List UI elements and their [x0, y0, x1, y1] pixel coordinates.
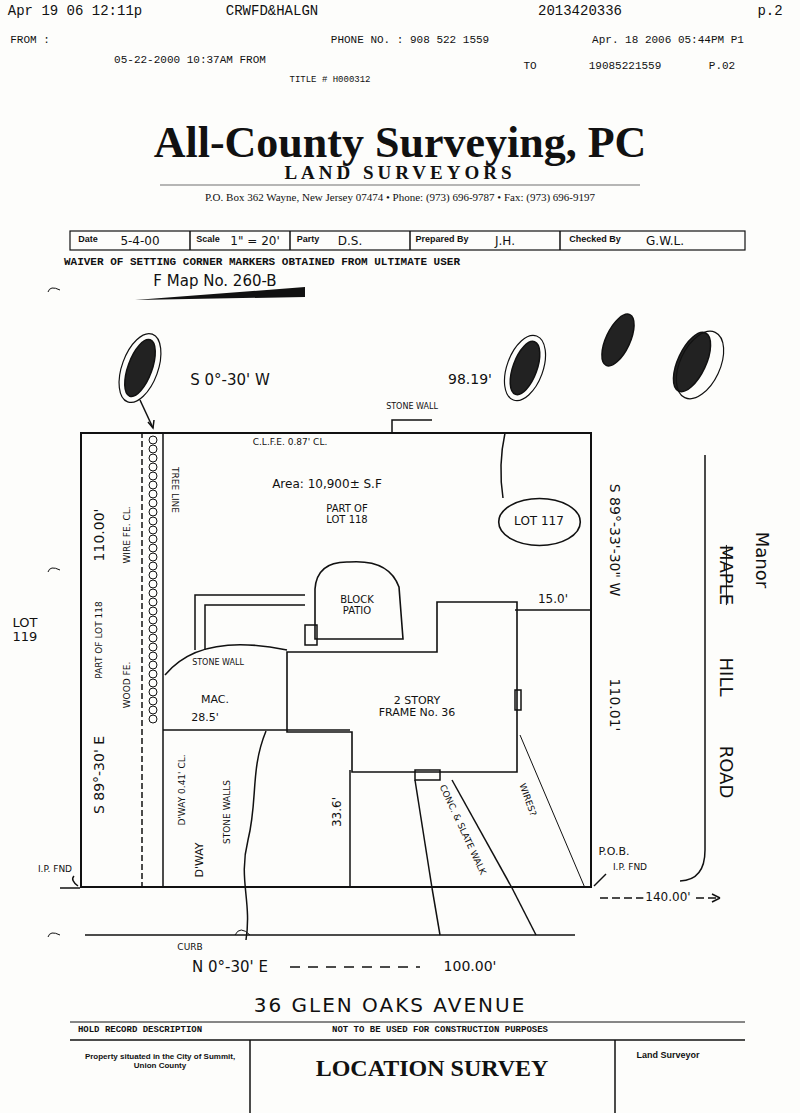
bearing: S 89°-33'-30" W [606, 484, 621, 596]
dimension: 100.00' [444, 959, 497, 974]
lot-callout: LOT 117 [497, 497, 582, 547]
bearing: S 0°-30' W [190, 372, 270, 389]
fax-header: 05-22-2000 10:37AM FROM [114, 54, 266, 66]
dimension: 98.19' [448, 372, 492, 387]
lot-boundary: Area: 10,900± S.FPART OF LOT 118BLOCK PA… [80, 432, 592, 888]
fax-header: TO [523, 60, 536, 72]
survey-note: HOLD RECORD DESCRIPTION [78, 1026, 202, 1036]
lot-label: PART OF LOT 118 [95, 601, 105, 678]
feature-label: MAC. [201, 694, 229, 706]
fax-header: Apr. 18 2006 05:44PM P1 [592, 34, 744, 46]
bearing: N 0°-30' E [192, 959, 268, 976]
dimension: 110.01' [606, 679, 621, 732]
street-name: Manor [752, 532, 772, 588]
table-heading: Checked By [569, 235, 621, 245]
company-address: P.O. Box 362 Wayne, New Jersey 07474 • P… [205, 191, 595, 203]
street-address: 36 GLEN OAKS AVENUE [254, 994, 527, 1016]
table-cell: 5-4-00 [120, 235, 159, 248]
map-reference: F Map No. 260-B [153, 273, 276, 290]
feature-label: D'WAY 0.41' CL. [178, 754, 188, 825]
node-text: PART OF LOT 118 [316, 503, 378, 525]
table-heading: Prepared By [415, 235, 468, 245]
survey-caption: LOCATION SURVEY [316, 1055, 549, 1081]
feature-label: I.P. FND [38, 865, 72, 875]
fax-header: P.02 [709, 60, 735, 72]
street-name: ROAD [716, 746, 736, 799]
dimension: 110.00' [92, 509, 107, 562]
fax-header: 19085221559 [589, 60, 662, 72]
feature-label: CURB [177, 943, 202, 953]
feature-label: WOOD FE. [123, 662, 133, 709]
feature-label: WIRE FE. CL. [123, 506, 133, 563]
node-text: 2 STORY FRAME No. 36 [377, 695, 457, 719]
node-outline [287, 602, 517, 772]
table-cell: J.H. [495, 235, 515, 248]
feature-label: STONE WALL [386, 403, 438, 412]
table-heading: Scale [196, 235, 220, 245]
node-text: BLOCK PATIO [327, 594, 387, 616]
dimension: 33.6' [331, 797, 344, 827]
dimension: 15.0' [538, 593, 568, 606]
feature-label: STONE WALLS [223, 780, 233, 844]
fax-header: CRWFD&HALGN [226, 4, 318, 19]
street-name: MAPLE [716, 545, 736, 605]
fax-header: 2013420336 [538, 4, 622, 19]
feature-label: D'WAY [194, 842, 206, 877]
bearing: S 89°-30' E [92, 736, 107, 814]
table-cell: D.S. [338, 235, 363, 248]
survey-note: NOT TO BE USED FOR CONSTRUCTION PURPOSES [332, 1026, 548, 1036]
company-title: All-County Surveying, PC [154, 119, 647, 167]
street-name: HILL [716, 658, 736, 697]
fax-header: TITLE # H000312 [289, 76, 370, 86]
fax-header: FROM : [10, 34, 50, 46]
node-text: Area: 10,900± S.F [272, 478, 382, 491]
patio-outline: BLOCK PATIO [307, 557, 407, 642]
feature-label: TREE LINE [169, 467, 179, 513]
feature-label: C.L.F.E. 0.87' CL. [253, 438, 328, 448]
table-cell: 1" = 20' [230, 235, 279, 248]
node-text: LOT 117 [514, 515, 564, 528]
table-cell: G.W.L. [646, 235, 684, 248]
fax-header: p.2 [757, 4, 782, 19]
signature-label: Land Surveyor [636, 1051, 699, 1061]
table-heading: Date [78, 235, 98, 245]
feature-label: STONE WALL [192, 659, 244, 668]
fax-header: PHONE NO. : 908 522 1559 [331, 34, 489, 46]
fax-header: Apr 19 06 12:11p [8, 4, 142, 19]
feature-label: WIRES? [517, 782, 538, 817]
feature-label: I.P. FND [613, 863, 647, 873]
dimension: 140.00' [643, 891, 692, 904]
dimension: 28.5' [191, 712, 219, 724]
property-location: Property situated in the City of Summit,… [75, 1053, 245, 1071]
lot-label: LOT 119 [8, 616, 42, 645]
feature-label: P.O.B. [598, 846, 629, 858]
table-heading: Party [297, 235, 320, 245]
company-subtitle: LAND SURVEYORS [284, 163, 515, 184]
house-footprint: 2 STORY FRAME No. 36 [287, 602, 517, 772]
survey-note: WAIVER OF SETTING CORNER MARKERS OBTAINE… [64, 256, 460, 268]
